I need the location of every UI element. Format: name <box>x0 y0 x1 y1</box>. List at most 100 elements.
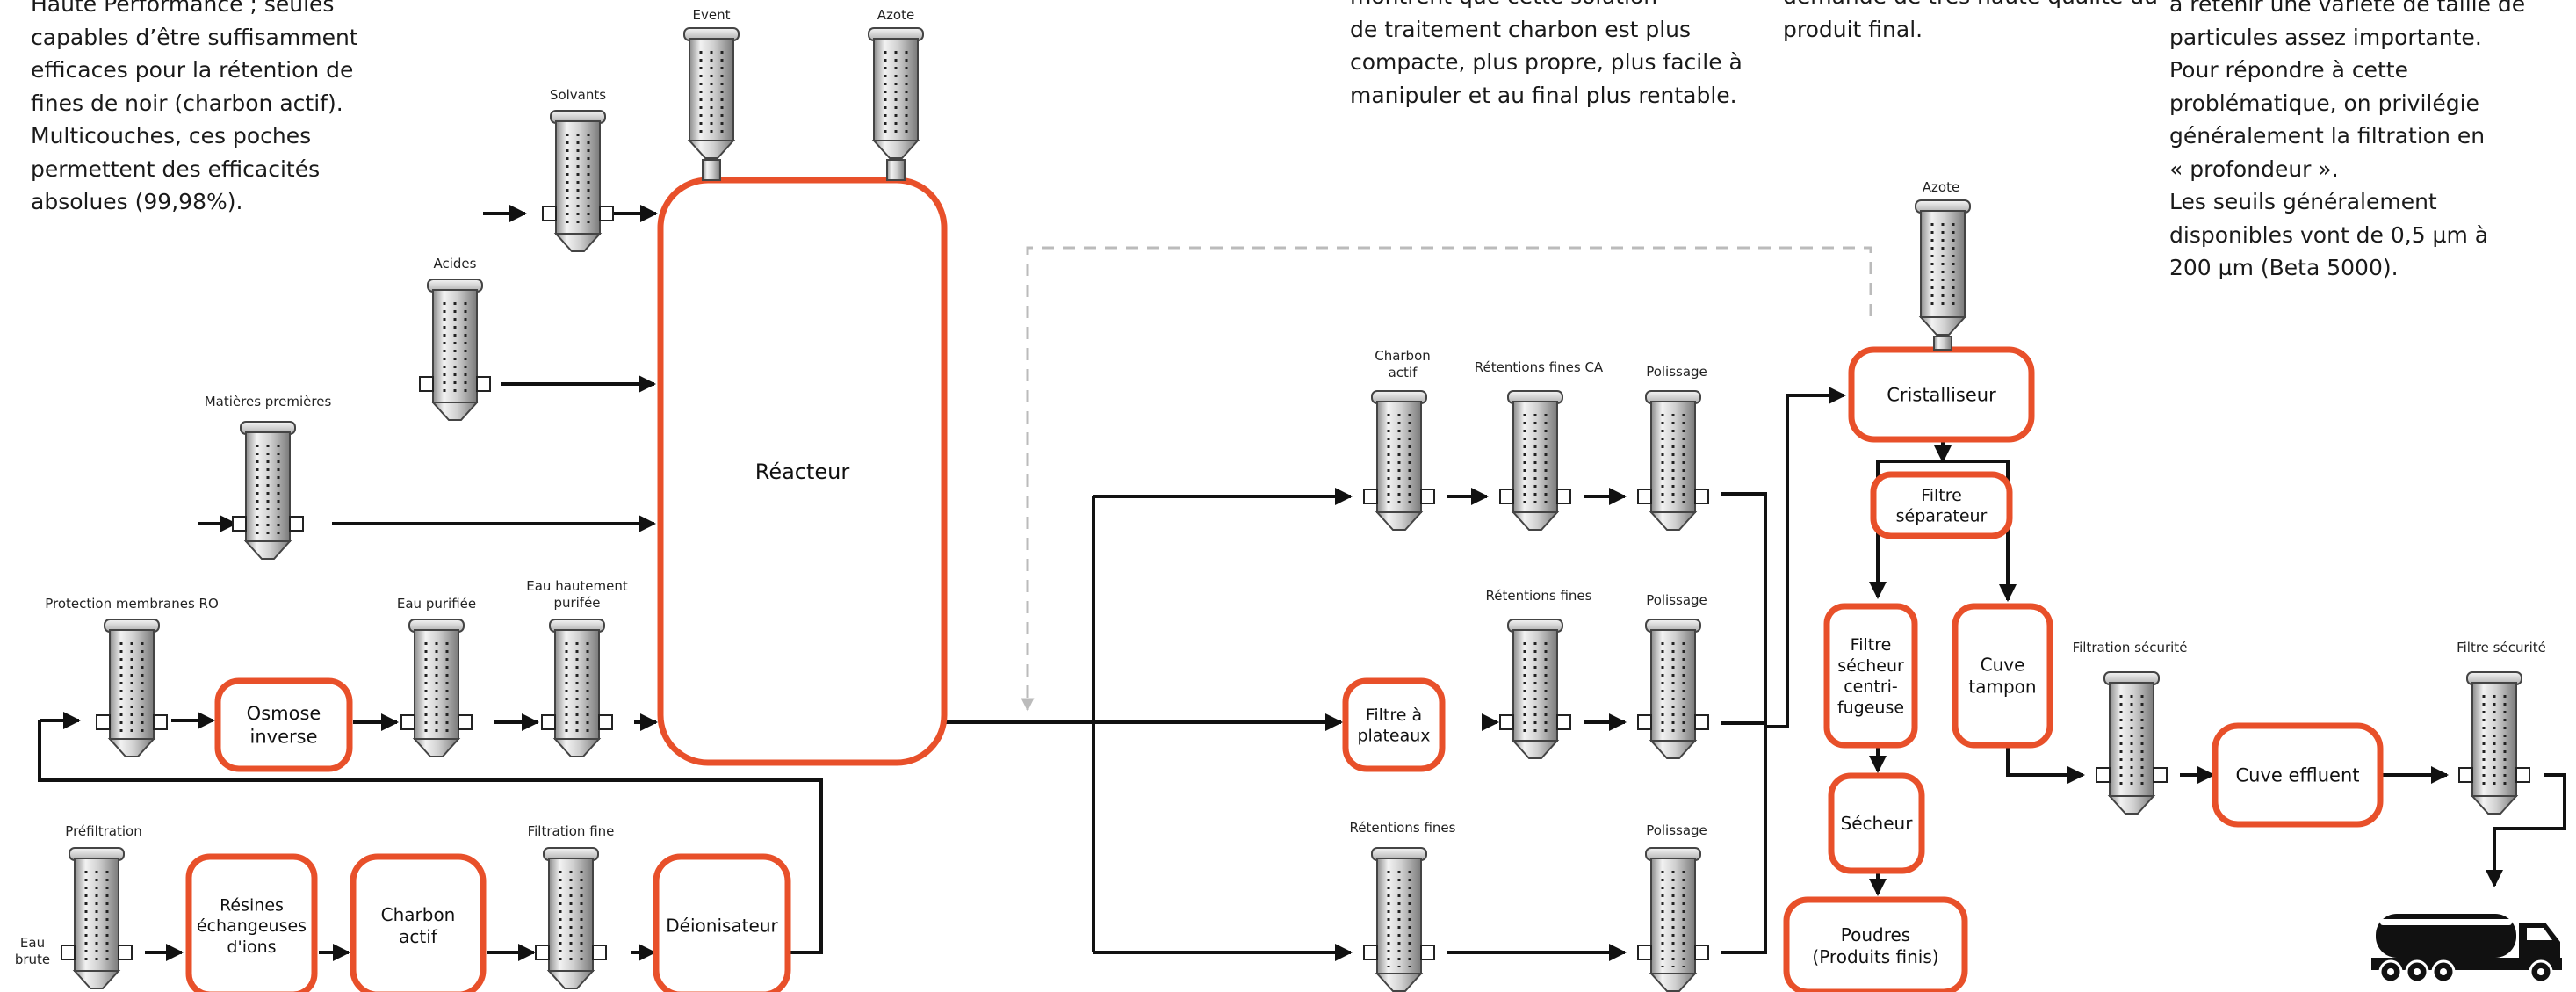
inlet-port <box>1637 489 1652 504</box>
filter-label: actif <box>1389 365 1418 380</box>
filter-retentions-fines-2 <box>1363 847 1435 992</box>
process-box <box>1823 603 1918 749</box>
outlet-port <box>2153 767 2168 783</box>
flow-line <box>1869 460 1943 599</box>
inlet-port <box>232 516 247 532</box>
process-box <box>653 853 791 992</box>
filter-label: Solvants <box>550 87 606 103</box>
text-left: Haute Performance ; seules capables d’êt… <box>31 0 358 214</box>
inlet-port <box>1499 489 1514 504</box>
inlet-port <box>1363 489 1378 504</box>
filter-protection-ro <box>96 619 168 757</box>
filter-solvants <box>542 110 614 252</box>
outlet-port <box>1556 714 1571 730</box>
box-label: inverse <box>250 726 318 747</box>
outlet-port <box>1556 489 1571 504</box>
outlet-port <box>458 714 473 730</box>
process-box <box>1342 677 1446 772</box>
inlet-port <box>1363 945 1378 960</box>
filter-label: Filtre sécurité <box>2457 640 2546 655</box>
filter-polissage-2 <box>1637 619 1709 759</box>
box-cristalliseur: Cristalliseur <box>1848 346 2035 443</box>
filter-matieres <box>232 421 304 560</box>
filter-polissage-3 <box>1637 847 1709 992</box>
inlet-port <box>400 714 415 730</box>
outlet-port <box>598 714 613 730</box>
process-box <box>1783 896 1968 992</box>
box-deionisateur: Déionisateur <box>653 853 791 992</box>
box-secheur: Sécheur <box>1828 772 1925 874</box>
filter-eau-purifiee <box>400 619 473 757</box>
filter-label: Filtration sécurité <box>2073 640 2188 655</box>
box-label: sécheur <box>1837 656 1904 676</box>
box-label: Résines <box>220 895 284 915</box>
box-label: Réacteur <box>755 460 850 484</box>
inlet-port <box>1499 714 1514 730</box>
text-right-1: demande de très haute qualité du produit… <box>1783 0 2158 42</box>
box-label: Charbon <box>381 904 456 925</box>
filter-label: Matières premières <box>205 394 332 409</box>
box-label: séparateur <box>1896 507 1988 526</box>
inlet-port <box>61 945 76 960</box>
box-label: (Produits finis) <box>1812 946 1938 967</box>
box-label: fugeuse <box>1837 698 1904 717</box>
box-label: Filtre <box>1851 635 1892 655</box>
filter-label: Azote <box>1923 179 1959 195</box>
filter-retentions-fines-1 <box>1499 619 1571 759</box>
box-label: tampon <box>1968 677 2036 698</box>
flow-line <box>1943 460 2017 602</box>
filter-charbon-actif <box>1363 390 1435 531</box>
inlet-port <box>2458 767 2473 783</box>
process-box <box>1870 471 2013 539</box>
filter-azote-top <box>868 27 924 159</box>
process-box <box>657 177 948 766</box>
inlet-port <box>2096 767 2111 783</box>
outlet-port <box>1694 489 1709 504</box>
box-reacteur: Réacteur <box>657 177 948 766</box>
flow-line <box>1721 387 1846 954</box>
process-box <box>214 677 353 772</box>
inlet-port <box>542 206 557 221</box>
filter-label: Préfiltration <box>65 823 141 839</box>
outlet-port <box>118 945 133 960</box>
process-box <box>2212 722 2384 828</box>
box-label: actif <box>399 926 438 947</box>
process-box <box>350 853 487 992</box>
filter-label: Polissage <box>1646 364 1707 380</box>
filter-label: Acides <box>434 256 477 272</box>
filter-polissage-1 <box>1637 390 1709 531</box>
box-cuve-effluent: Cuve effluent <box>2212 722 2384 828</box>
outlet-port <box>1420 489 1435 504</box>
tanker-truck-icon <box>2371 914 2562 984</box>
filter-acides <box>419 279 491 421</box>
filter-label: Event <box>693 7 731 23</box>
filter-label: Polissage <box>1646 592 1707 608</box>
box-label: Cuve effluent <box>2236 764 2360 786</box>
filter-label: Filtration fine <box>528 823 615 839</box>
inlet-port <box>541 714 556 730</box>
outlet-port <box>2515 767 2530 783</box>
filter-label: Charbon <box>1375 348 1431 364</box>
filter-eau-hautement-purifiee <box>541 619 613 757</box>
box-poudres: Poudres(Produits finis) <box>1783 896 1968 992</box>
filter-securite-final <box>2458 671 2530 815</box>
flow-line <box>2006 747 2085 784</box>
outlet-port <box>289 516 304 532</box>
neck-connector <box>702 159 721 181</box>
inlet-port <box>96 714 111 730</box>
inlet-port <box>1637 945 1652 960</box>
inlet-port <box>535 945 550 960</box>
box-label: centri- <box>1844 677 1898 697</box>
box-label: Filtre à <box>1366 706 1422 725</box>
filter-label: Rétentions fines <box>1486 588 1592 604</box>
box-label: Déionisateur <box>666 916 778 937</box>
neck-connector <box>1933 336 1952 351</box>
flow-line <box>38 720 823 954</box>
